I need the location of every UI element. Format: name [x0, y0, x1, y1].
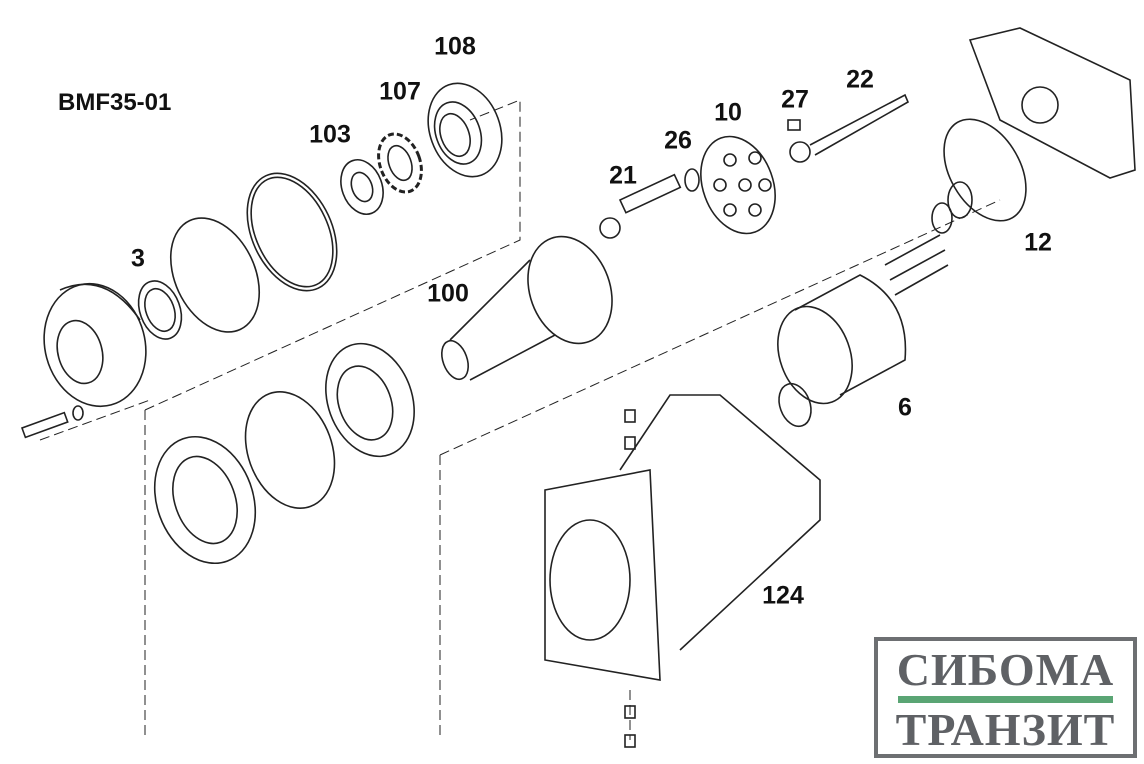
- roller-bearing: [325, 342, 415, 458]
- o-ring-small: [778, 382, 812, 428]
- screw-27: [787, 119, 801, 131]
- label-124: 124: [762, 581, 804, 610]
- label-10: 10: [714, 98, 742, 127]
- shim-ring: [244, 391, 336, 509]
- housing-124: [544, 394, 821, 681]
- logo-divider: [898, 696, 1113, 703]
- spacer-ring: [153, 435, 257, 565]
- label-107: 107: [379, 77, 421, 106]
- retaining-plate-10: [700, 135, 776, 235]
- cover-flange: [43, 282, 147, 408]
- label-21: 21: [609, 161, 637, 190]
- ring-26: [684, 168, 700, 192]
- port-plate-12: [943, 118, 1027, 222]
- screw: [20, 405, 84, 439]
- bearing-108: [427, 82, 503, 178]
- lock-washer-107: [377, 132, 423, 194]
- snap-ring-inner: [250, 176, 334, 288]
- logo-line-2: ТРАНЗИТ: [895, 704, 1116, 755]
- piston-21: [599, 173, 682, 239]
- logo-line-1: СИБОМА: [896, 644, 1115, 695]
- drive-shaft-100: [441, 235, 613, 381]
- diagram-title: BMF35-01: [58, 89, 172, 116]
- center-pin-22: [789, 93, 910, 163]
- label-6: 6: [898, 393, 912, 422]
- label-103: 103: [309, 120, 351, 149]
- shaft-seal-3: [137, 280, 183, 340]
- plugs: [624, 409, 636, 748]
- o-ring: [169, 217, 261, 333]
- label-3: 3: [131, 244, 145, 273]
- label-12: 12: [1024, 228, 1052, 257]
- label-26: 26: [664, 126, 692, 155]
- spring: [884, 234, 949, 296]
- end-cover: [968, 27, 1136, 179]
- cylinder-block-6: [777, 274, 907, 405]
- seal-ring: [931, 202, 953, 234]
- label-100: 100: [427, 279, 469, 308]
- label-108: 108: [434, 32, 476, 61]
- label-22: 22: [846, 65, 874, 94]
- sibomatranzit-logo: СИБОМА ТРАНЗИТ: [874, 637, 1137, 758]
- assembly-dash-lines: [39, 99, 1001, 740]
- label-27: 27: [781, 85, 809, 114]
- seal-ring: [947, 181, 973, 219]
- snap-ring: [246, 172, 338, 292]
- nut-103: [340, 159, 384, 215]
